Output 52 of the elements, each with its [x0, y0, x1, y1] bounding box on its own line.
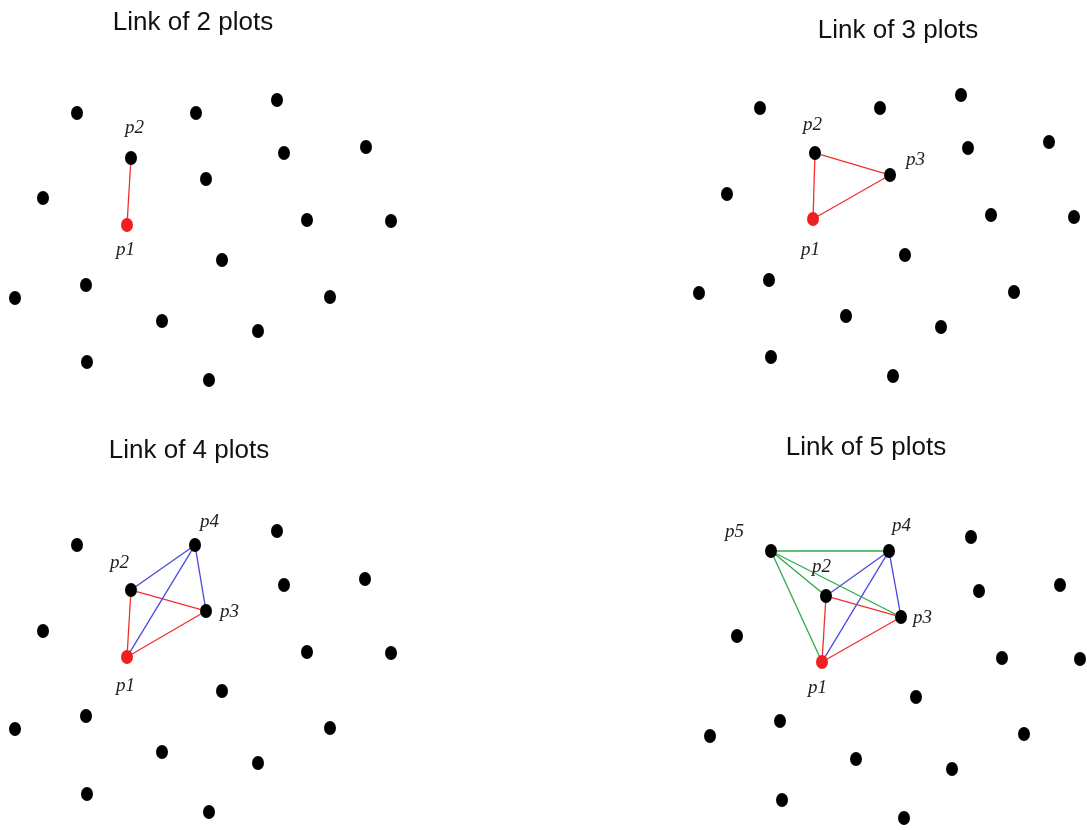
point-label: p2: [110, 551, 129, 573]
point-label: p4: [892, 514, 911, 536]
link-line: [820, 154, 885, 174]
point-label: p4: [200, 510, 219, 532]
plot-point: [807, 212, 819, 226]
plot-point: [121, 218, 133, 232]
plot-point: [121, 650, 133, 664]
point-label: p1: [116, 674, 135, 696]
plot-point: [883, 544, 895, 558]
link-line: [126, 163, 132, 220]
point-label: p3: [220, 600, 239, 622]
point-label: p2: [125, 116, 144, 138]
link-line: [775, 553, 897, 615]
link-line: [126, 595, 132, 652]
point-label: p2: [812, 555, 831, 577]
plot-point: [765, 544, 777, 558]
panel-title: Link of 2 plots: [112, 6, 274, 37]
plot-point: [884, 168, 896, 182]
link-line: [824, 555, 887, 658]
link-line: [775, 554, 822, 593]
link-line: [135, 547, 191, 588]
panel-title: Link of 5 plots: [785, 431, 947, 462]
link-line: [831, 596, 896, 617]
link-line: [129, 549, 193, 653]
plot-point: [816, 655, 828, 669]
link-line: [830, 553, 885, 594]
link-line: [812, 158, 816, 214]
point-label: p5: [725, 520, 744, 542]
link-line: [821, 601, 827, 657]
plot-point: [125, 583, 137, 597]
point-label: p1: [808, 676, 827, 698]
link-line: [195, 550, 206, 606]
point-label: p3: [906, 148, 925, 170]
link-line: [772, 555, 821, 658]
plot-point: [189, 538, 201, 552]
link-line: [826, 619, 897, 660]
link-line: [136, 590, 201, 611]
plot-point: [200, 604, 212, 618]
plot-point: [809, 146, 821, 160]
plot-point: [895, 610, 907, 624]
panel-title: Link of 3 plots: [817, 14, 979, 45]
plot-point: [820, 589, 832, 603]
plot-point: [125, 151, 137, 165]
link-line: [817, 177, 886, 217]
point-label: p1: [116, 238, 135, 260]
link-line: [776, 550, 884, 552]
link-line: [889, 556, 901, 612]
point-label: p3: [913, 606, 932, 628]
point-label: p2: [803, 113, 822, 135]
link-line: [131, 613, 202, 655]
panel-title: Link of 4 plots: [108, 434, 270, 465]
point-label: p1: [801, 238, 820, 260]
